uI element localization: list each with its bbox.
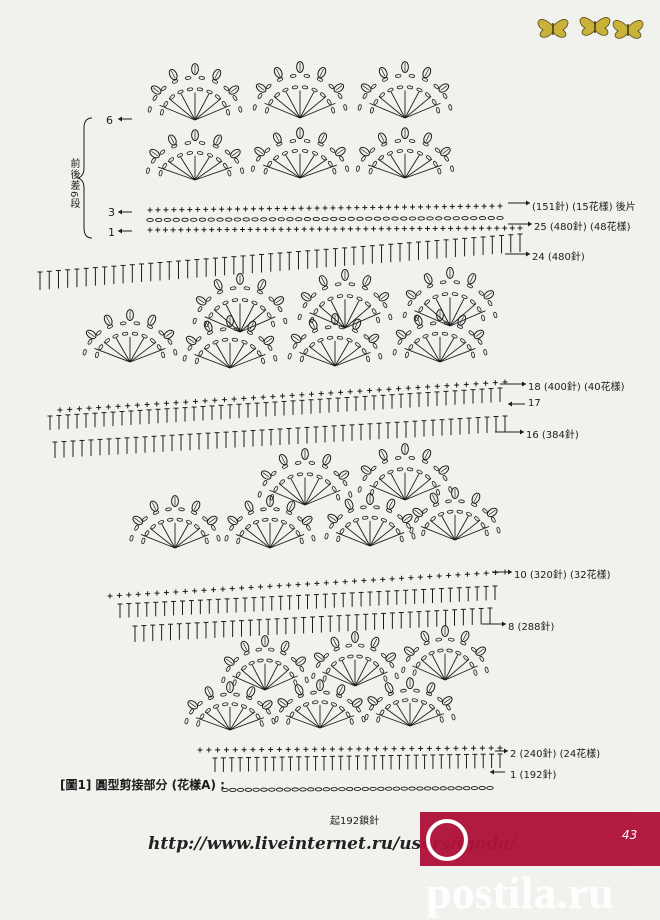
chain-row-2 xyxy=(146,215,504,223)
row-label-1-top: 1 xyxy=(108,226,115,239)
row-label-6: 6 xyxy=(106,114,113,127)
dc-row-1 xyxy=(212,753,503,772)
butterfly-decoration xyxy=(537,17,644,39)
fan-top-row6-2 xyxy=(357,61,453,119)
butterfly-icon xyxy=(537,19,569,38)
fan-row4-0 xyxy=(184,681,276,731)
start-chain xyxy=(221,785,494,793)
fan-row4-1 xyxy=(274,679,366,729)
fan-row20-1 xyxy=(182,315,278,369)
start-chain-label: 起192鎖針 xyxy=(330,816,380,827)
fan-top-row4-0 xyxy=(145,129,245,181)
fan-row12-1 xyxy=(224,495,316,549)
watermark-text: postila.ru xyxy=(426,867,614,918)
fan-row14-1 xyxy=(357,443,453,501)
row-label-24: 24 (480針) xyxy=(532,252,585,263)
sc-row-2 xyxy=(197,745,503,753)
dc-row-9 xyxy=(117,585,498,618)
butterfly-icon xyxy=(579,17,611,36)
dc-row-16 xyxy=(52,415,508,458)
fan-row6-0 xyxy=(221,635,309,691)
fan-row12-2 xyxy=(324,493,416,547)
row-label-17: 17 xyxy=(528,398,541,409)
figure-title: [圖1] 圓型剪接部分 (花樣A) : xyxy=(60,778,225,792)
dc-row-24 xyxy=(37,233,523,290)
fan-row14-0 xyxy=(257,448,353,506)
row-markers xyxy=(76,116,532,775)
row-label-151: (151針) (15花樣) 後片 xyxy=(532,202,636,213)
side-note: 前後差6段 xyxy=(68,158,79,210)
dc-row-17 xyxy=(47,387,503,430)
fan-row20-2 xyxy=(287,313,383,367)
fan-top-row6-1 xyxy=(252,61,348,119)
fan-row6-2 xyxy=(401,625,489,681)
row-label-1: 1 (192針) xyxy=(510,770,557,781)
row-label-3: 3 xyxy=(108,206,115,219)
figure-caption: [圖1] 圓型剪接部分 (花樣A) : xyxy=(60,776,225,793)
row-label-25: 25 (480針) (48花樣) xyxy=(534,222,631,233)
butterfly-icon xyxy=(612,20,644,39)
sc-row-1-top xyxy=(147,225,523,233)
page-number: 43 xyxy=(622,828,638,842)
sc-row-18 xyxy=(57,379,508,413)
row-label-18: 18 (400針) (40花樣) xyxy=(528,382,625,393)
fan-row22-2 xyxy=(402,267,498,327)
fan-row12-0 xyxy=(129,495,221,549)
crochet-chart xyxy=(37,17,644,793)
row-label-16: 16 (384針) xyxy=(526,430,579,441)
postila-logo-icon xyxy=(426,819,468,862)
fan-row6-1 xyxy=(311,631,399,687)
row-label-10: 10 (320針) (32花樣) xyxy=(514,570,611,581)
fan-row20-3 xyxy=(392,309,488,363)
sc-row-3 xyxy=(147,203,503,213)
fan-row20-0 xyxy=(82,309,178,363)
fan-top-row4-2 xyxy=(355,127,455,179)
fan-row12-3 xyxy=(409,487,501,541)
dc-row-8 xyxy=(132,607,493,642)
sc-row-10 xyxy=(107,569,508,599)
row-label-2: 2 (240針) (24花樣) xyxy=(510,749,601,760)
stitch-symbols xyxy=(37,61,523,793)
fan-top-row6-0 xyxy=(147,63,243,121)
row-label-8: 8 (288針) xyxy=(508,622,555,633)
fan-top-row4-1 xyxy=(250,127,350,179)
fan-row4-2 xyxy=(364,677,456,727)
